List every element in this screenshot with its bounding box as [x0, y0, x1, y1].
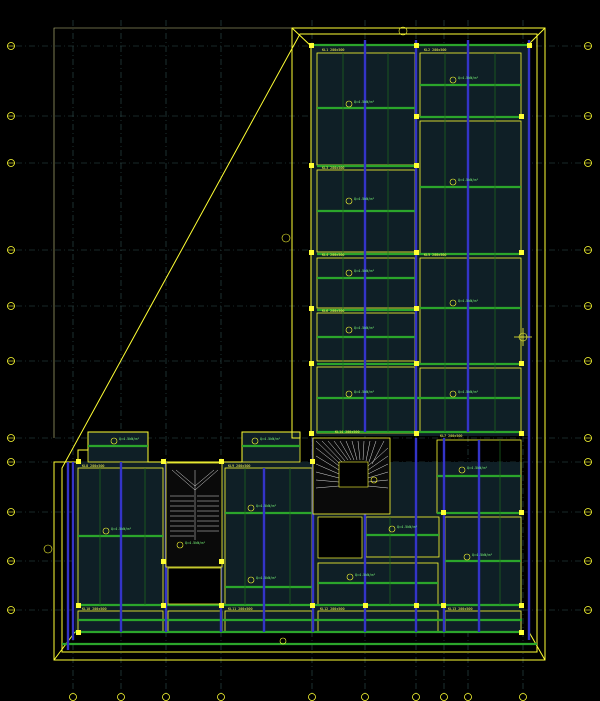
slab-label-s5: Q=4.5kN/m² [354, 269, 374, 273]
slab-label-s18: Q=4.5kN/m² [119, 437, 139, 441]
beam-labels: KL1 200x500 KL2 200x500 KL3 200x500 KL4 … [82, 48, 473, 611]
slab-fills [75, 44, 529, 632]
beam-label-b11: KL11 200x500 [228, 607, 253, 611]
beam-label-b4: KL4 200x500 [322, 253, 344, 257]
slab-label-s2: Q=4.5kN/m² [458, 76, 478, 80]
slab-label-s1: Q=4.5kN/m² [354, 100, 374, 104]
slab-label-s7: Q=4.5kN/m² [458, 299, 478, 303]
slab-label-s11: Q=4.5kN/m² [472, 553, 492, 557]
slab-label-s15: Q=4.5kN/m² [355, 573, 375, 577]
building-outline-upper-left [53, 27, 292, 438]
thin-lines [99, 53, 501, 605]
stair-left [165, 462, 223, 568]
beam-label-b9: KL9 200x500 [228, 464, 250, 468]
slab-label-s3: Q=4.5kN/m² [354, 197, 374, 201]
elevator-shafts [167, 516, 363, 605]
beam-label-b13: KL13 200x500 [448, 607, 473, 611]
slab-label-s12: Q=4.5kN/m² [111, 527, 131, 531]
beam-label-b1: KL1 200x500 [322, 48, 344, 52]
beam-label-b3: KL3 200x500 [322, 166, 344, 170]
slab-load-labels: Q=4.5kN/m² Q=4.5kN/m² Q=4.5kN/m² Q=4.5kN… [111, 76, 492, 580]
beam-label-b8: KL8 200x500 [82, 464, 104, 468]
slab-label-s16: Q=4.5kN/m² [397, 525, 417, 529]
slab-label-s6: Q=4.5kN/m² [354, 326, 374, 330]
cursor-crosshair-icon [514, 328, 532, 346]
slab-label-s19: Q=4.5kN/m² [260, 437, 280, 441]
slab-label-s14: Q=4.5kN/m² [256, 576, 276, 580]
beam-label-b6: KL6 200x500 [322, 309, 344, 313]
slab-label-s10: Q=4.5kN/m² [467, 466, 487, 470]
beam-label-b12: KL12 200x500 [320, 607, 345, 611]
columns [76, 43, 532, 635]
slab-label-s4: Q=4.5kN/m² [458, 178, 478, 182]
slab-label-s9: Q=4.5kN/m² [458, 390, 478, 394]
beam-label-b7: KL7 200x500 [440, 434, 462, 438]
beam-label-b5: KL5 200x500 [424, 253, 446, 257]
beam-label-b10: KL10 200x500 [82, 607, 107, 611]
slab-label-s13: Q=4.5kN/m² [256, 504, 276, 508]
slab-label-s17: Q=4.5kN/m² [185, 541, 205, 545]
grid-bubble-ticks [7, 45, 592, 611]
stair-right [312, 437, 391, 515]
beam-label-b14: KL14 200x500 [335, 430, 360, 434]
slab-label-s8: Q=4.5kN/m² [354, 390, 374, 394]
beam-label-b2: KL2 200x500 [424, 48, 446, 52]
